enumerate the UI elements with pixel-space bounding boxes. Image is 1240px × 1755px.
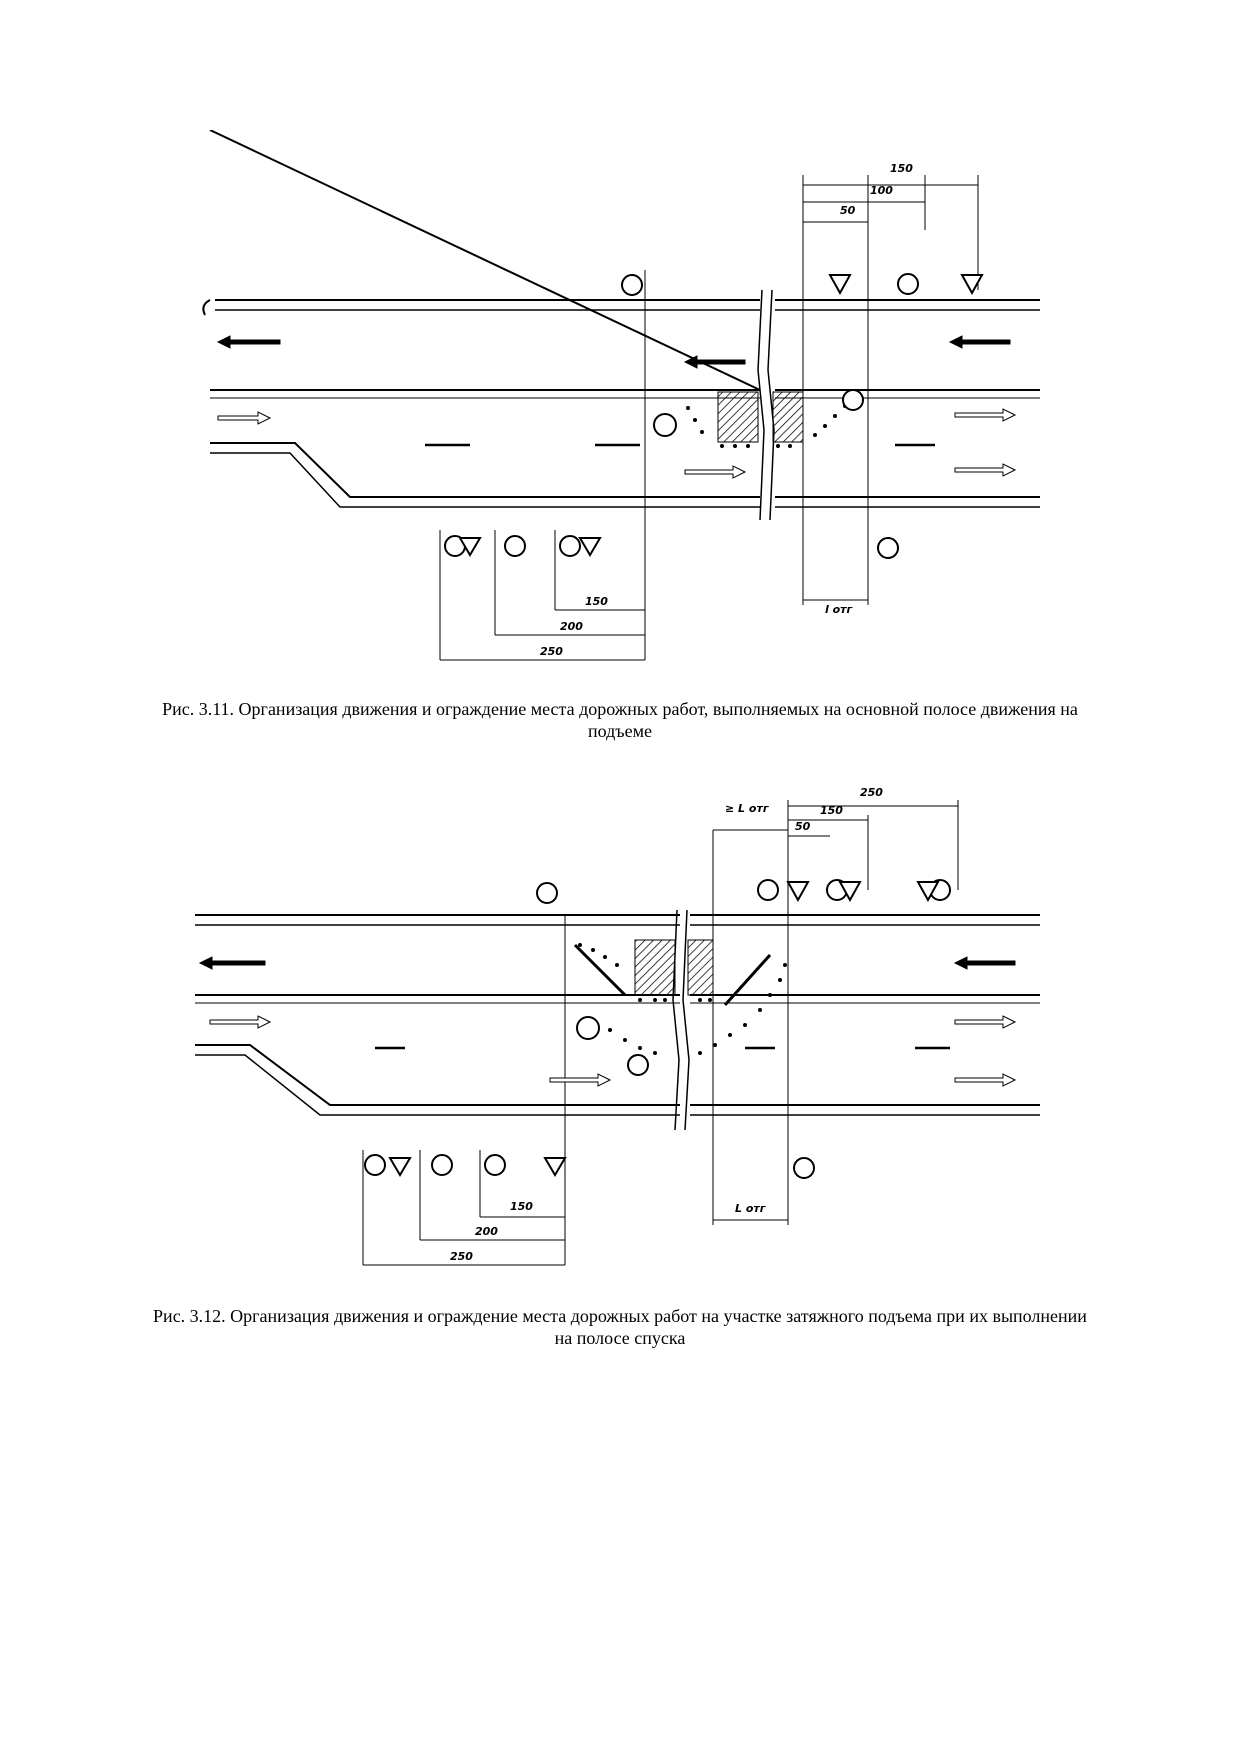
figure-3-11: 150 100 50 150 200 250 l отг bbox=[0, 130, 1240, 690]
svg-text:l отг: l отг bbox=[825, 603, 854, 616]
svg-text:150: 150 bbox=[510, 1200, 533, 1213]
speed-sign-icon bbox=[621, 274, 643, 296]
direction-sign-icon bbox=[653, 413, 677, 437]
svg-text:250: 250 bbox=[860, 786, 883, 799]
road-diagram-3-11: 150 100 50 150 200 250 l отг bbox=[202, 130, 1040, 661]
svg-text:50: 50 bbox=[840, 204, 856, 217]
svg-text:150: 150 bbox=[585, 595, 608, 608]
figure-3-12-caption: Рис. 3.12. Организация движения и огражд… bbox=[153, 1306, 1087, 1348]
svg-text:150: 150 bbox=[820, 804, 843, 817]
svg-text:≥ L отг: ≥ L отг bbox=[725, 802, 770, 815]
svg-text:250: 250 bbox=[540, 645, 563, 658]
svg-text:200: 200 bbox=[560, 620, 583, 633]
svg-text:250: 250 bbox=[450, 1250, 473, 1263]
svg-text:150: 150 bbox=[890, 162, 913, 175]
svg-text:200: 200 bbox=[475, 1225, 498, 1238]
road-diagram-3-12: 250 150 50 ≥ L отг 150 200 250 L отг bbox=[195, 786, 1040, 1266]
svg-text:L отг: L отг bbox=[735, 1202, 767, 1215]
svg-text:100: 100 bbox=[870, 184, 893, 197]
svg-text:50: 50 bbox=[795, 820, 811, 833]
figure-3-12: 250 150 50 ≥ L отг 150 200 250 L отг bbox=[0, 770, 1240, 1290]
figure-3-11-caption: Рис. 3.11. Организация движения и огражд… bbox=[162, 699, 1078, 741]
